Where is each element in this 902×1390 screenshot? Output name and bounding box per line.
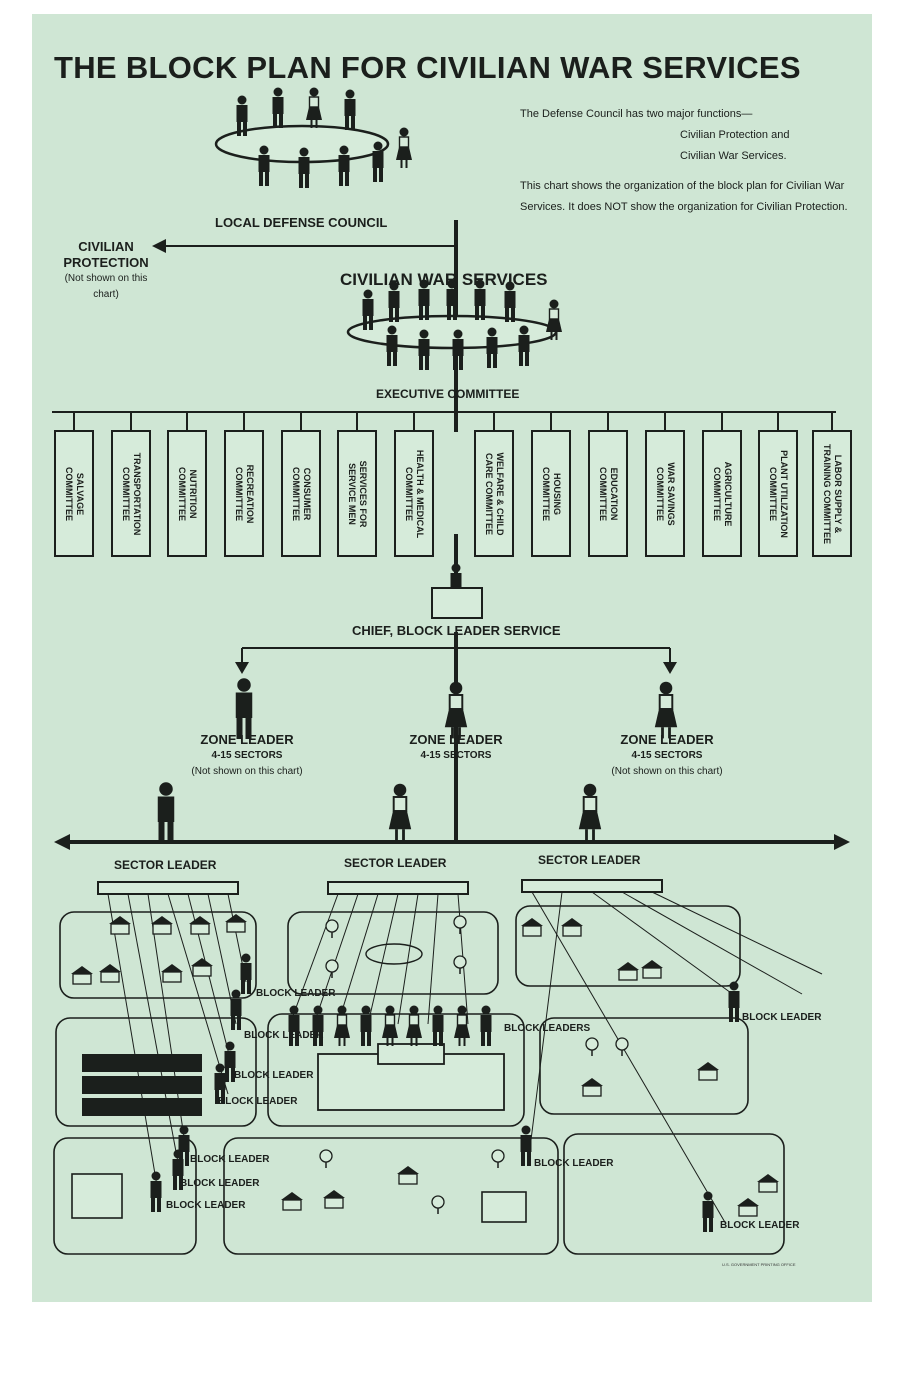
- protection-note: (Not shown on this chart): [64, 273, 148, 300]
- committee-label: PLANT UTILIZATION COMMITTEE: [768, 449, 789, 538]
- zone-sub: 4-15 SECTORS: [420, 750, 492, 761]
- zone-leader-center: ZONE LEADER 4-15 SECTORS: [384, 732, 528, 764]
- civilian-war-services-label: CIVILIAN WAR SERVICES: [340, 270, 548, 289]
- poster: THE BLOCK PLAN FOR CIVILIAN WAR SERVICES…: [32, 14, 872, 1302]
- committee-box: AGRICULTURE COMMITTEE: [702, 430, 742, 557]
- committee-box: TRANSPORTATION COMMITTEE: [111, 430, 151, 557]
- committee-label: CONSUMER COMMITTEE: [291, 466, 312, 521]
- committee-label: TRANSPORTATION COMMITTEE: [121, 452, 142, 535]
- connector-lines: [52, 220, 840, 844]
- block-leader-label: BLOCK LEADER: [720, 1220, 800, 1231]
- committee-label: HOUSING COMMITTEE: [541, 466, 562, 521]
- sector-leader-right: SECTOR LEADER: [538, 853, 641, 867]
- block-leader-label: BLOCK LEADER: [180, 1178, 260, 1189]
- protection-title: CIVILIAN PROTECTION: [63, 239, 149, 270]
- committee-box: HOUSING COMMITTEE: [531, 430, 571, 557]
- zone-sub: 4-15 SECTORS: [631, 750, 703, 761]
- council-label: LOCAL DEFENSE COUNCIL: [215, 215, 388, 230]
- committee-label: WELFARE & CHILD CARE COMMITTEE: [484, 452, 505, 535]
- zone-note: (Not shown on this chart): [611, 766, 723, 777]
- committee-box: HEALTH & MEDICAL COMMITTEE: [394, 430, 434, 557]
- committee-drop-lines: [73, 412, 833, 430]
- block-leader-label: BLOCK LEADER: [534, 1158, 614, 1169]
- committee-box: PLANT UTILIZATION COMMITTEE: [758, 430, 798, 557]
- committee-label: EDUCATION COMMITTEE: [598, 466, 619, 521]
- civilian-protection-label: CIVILIAN PROTECTION (Not shown on this c…: [56, 239, 156, 303]
- zone-leader-right: ZONE LEADER 4-15 SECTORS (Not shown on t…: [590, 732, 744, 780]
- zone-leader-left: ZONE LEADER 4-15 SECTORS (Not shown on t…: [172, 732, 322, 780]
- committee-box: SALVAGE COMMITTEE: [54, 430, 94, 557]
- note-line-1: The Defense Council has two major functi…: [520, 108, 753, 120]
- note-line-3: Civilian War Services.: [680, 150, 787, 162]
- block-illustrations: [70, 913, 780, 1223]
- poster-title: THE BLOCK PLAN FOR CIVILIAN WAR SERVICES: [54, 50, 801, 85]
- org-chart-diagram: [52, 86, 850, 1255]
- note-line-2: Civilian Protection and: [680, 129, 790, 141]
- committee-box: CONSUMER COMMITTEE: [281, 430, 321, 557]
- block-leader-label: BLOCK LEADER: [244, 1030, 324, 1041]
- zone-title: ZONE LEADER: [620, 732, 714, 747]
- committee-box: SERVICES FOR SERVICE MEN: [337, 430, 377, 557]
- sector-leader-left: SECTOR LEADER: [114, 858, 217, 872]
- printer-note: U.S. GOVERNMENT PRINTING OFFICE: [722, 1262, 796, 1267]
- committee-label: NUTRITION COMMITTEE: [177, 466, 198, 521]
- zone-title: ZONE LEADER: [200, 732, 294, 747]
- intro-note: The Defense Council has two major functi…: [520, 104, 840, 167]
- neighbourhood-plots: [53, 905, 785, 1255]
- committee-label: HEALTH & MEDICAL COMMITTEE: [404, 449, 425, 538]
- committee-label: LABOR SUPPLY & TRAINING COMMITTEE: [822, 443, 843, 544]
- committee-box: WAR SAVINGS COMMITTEE: [645, 430, 685, 557]
- sector-leader-figures: [157, 782, 603, 843]
- chart-explanation: This chart shows the organization of the…: [520, 180, 848, 213]
- committee-box: WELFARE & CHILD CARE COMMITTEE: [474, 430, 514, 557]
- block-leader-label: BLOCK LEADER: [742, 1012, 822, 1023]
- committee-box: RECREATION COMMITTEE: [224, 430, 264, 557]
- committee-label: SALVAGE COMMITTEE: [64, 466, 85, 521]
- committee-box: EDUCATION COMMITTEE: [588, 430, 628, 557]
- executive-meeting-icon: [346, 279, 563, 370]
- sector-bars: [97, 879, 663, 895]
- committee-box: LABOR SUPPLY & TRAINING COMMITTEE: [812, 430, 852, 557]
- chief-desk-icon: [431, 563, 483, 619]
- committee-label: AGRICULTURE COMMITTEE: [712, 461, 733, 526]
- block-leader-label: BLOCK LEADER: [190, 1154, 270, 1165]
- block-leader-label: BLOCK LEADER: [218, 1096, 298, 1107]
- committee-label: WAR SAVINGS COMMITTEE: [655, 461, 676, 526]
- committee-label: RECREATION COMMITTEE: [234, 464, 255, 523]
- block-leader-label: BLOCK LEADER: [234, 1070, 314, 1081]
- council-meeting-icon: [214, 86, 413, 188]
- committee-label: SERVICES FOR SERVICE MEN: [347, 460, 368, 527]
- block-leader-label: BLOCK LEADER: [166, 1200, 246, 1211]
- zone-sub: 4-15 SECTORS: [211, 750, 283, 761]
- block-leaders-label: BLOCK LEADERS: [504, 1023, 591, 1034]
- sector-leader-center: SECTOR LEADER: [344, 856, 447, 870]
- executive-committee-label: EXECUTIVE COMMITTEE: [376, 387, 520, 401]
- zone-title: ZONE LEADER: [409, 732, 503, 747]
- zone-note: (Not shown on this chart): [191, 766, 303, 777]
- chief-block-leader-label: CHIEF, BLOCK LEADER SERVICE: [352, 623, 561, 638]
- block-leader-label: BLOCK LEADER: [256, 988, 336, 999]
- committee-box: NUTRITION COMMITTEE: [167, 430, 207, 557]
